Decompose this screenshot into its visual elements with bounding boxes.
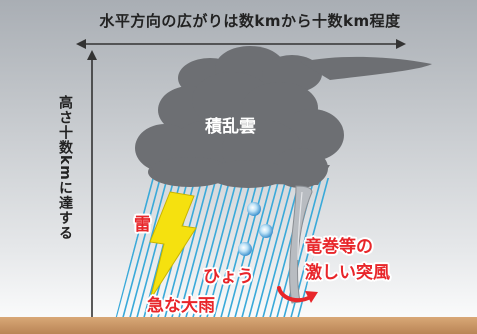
tornado-label-line2: 激しい突風 [305,263,390,283]
rain-streak [190,178,232,320]
rain-streak [260,178,302,320]
rain-streak [232,178,274,320]
cloud-name-label: 積乱雲 [205,117,256,137]
rain-streak [169,178,211,320]
tornado-label-line1: 竜巻等の [305,237,373,257]
ground-strip [0,317,477,334]
rain-streak [115,178,155,320]
tornado-funnel-icon [277,185,318,304]
rain-streak [239,178,281,320]
rain-streak [162,178,204,320]
rain-streak [127,178,169,320]
hailstone-icon [238,202,273,256]
heavy-rain-label: 急な大雨 [147,296,215,316]
rain-streak [211,178,253,320]
vertical-extent-arrow [87,50,97,318]
rain-streak [120,178,162,320]
rain-streak [197,178,239,320]
hail-label: ひょう [203,267,254,287]
horizontal-extent-label: 水平方向の広がりは数kmから十数km程度 [99,12,401,30]
lightning-bolt-icon [149,191,197,301]
rain-streak [183,178,225,320]
vertical-extent-label: 高さ十数kmに達する [57,95,73,241]
rain-streak [246,178,288,320]
rain-streak [204,178,246,320]
rain-streak [253,178,295,320]
lightning-label: 雷 [134,215,151,235]
cumulonimbus-cloud-icon [135,46,432,188]
horizontal-extent-arrow [76,39,406,49]
rain-streak [176,178,218,320]
